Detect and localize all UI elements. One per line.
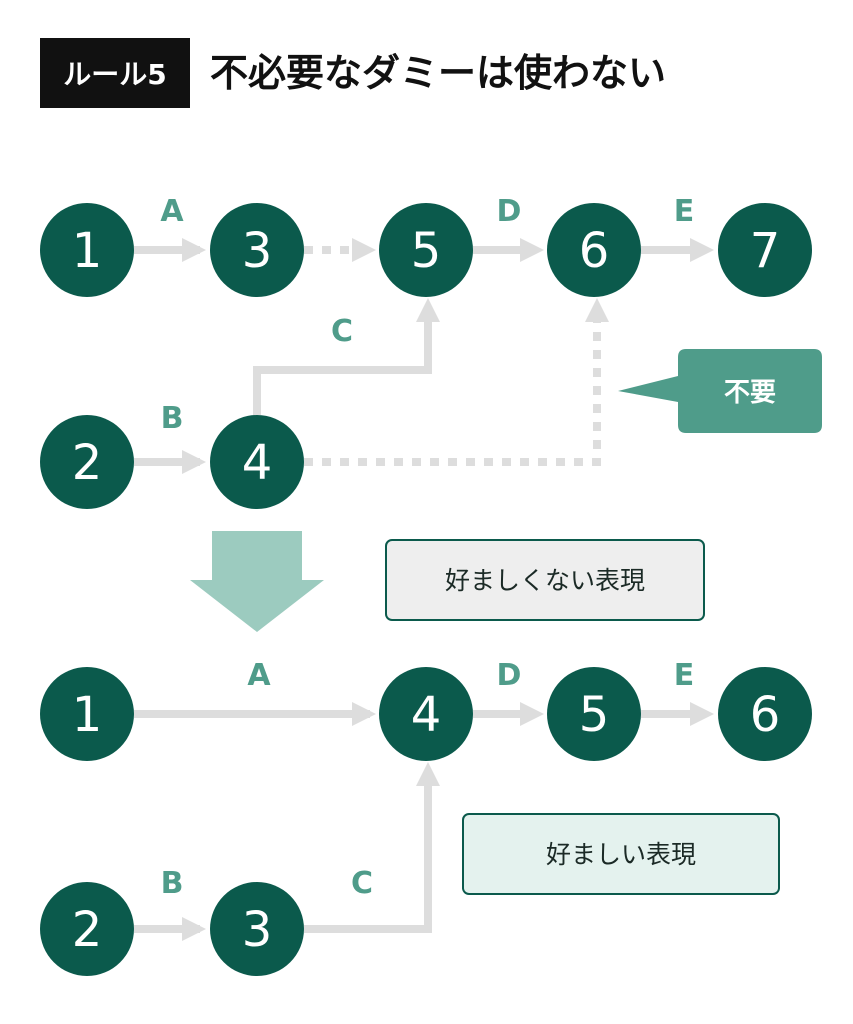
- arrowhead: [520, 702, 544, 726]
- callout-bubble: [618, 349, 822, 433]
- node-circle: [40, 203, 134, 297]
- arrowhead: [352, 238, 376, 262]
- arrowhead: [690, 238, 714, 262]
- node-circle: [40, 667, 134, 761]
- arrowhead: [182, 238, 206, 262]
- header: ルール5 不必要なダミーは使わない: [40, 38, 820, 108]
- edge-label-c: C: [331, 314, 353, 349]
- callout-text: 不要: [724, 378, 776, 408]
- node-label: 5: [579, 687, 610, 743]
- node-label: 1: [72, 687, 103, 743]
- node-label: 4: [242, 435, 273, 491]
- node-label: 3: [242, 223, 273, 279]
- verdict-box-good: [462, 813, 780, 895]
- node-label: 6: [579, 223, 610, 279]
- node-circle: [547, 667, 641, 761]
- edge-label-b: B: [161, 401, 184, 436]
- node-label: 4: [411, 687, 442, 743]
- verdict-box-bad: [385, 539, 705, 621]
- arrowhead: [182, 450, 206, 474]
- node-circle: [210, 415, 304, 509]
- edge-label-e: E: [674, 658, 695, 693]
- node-circle: [40, 882, 134, 976]
- edge-label-d: D: [497, 658, 522, 693]
- node-label: 2: [72, 435, 103, 491]
- node-circle: [40, 415, 134, 509]
- arrowhead: [352, 702, 376, 726]
- node-label: 7: [750, 223, 781, 279]
- edge-4-5-c: [253, 322, 432, 415]
- top-network: A D E C B 1 3 5 6 7 2 4 不要: [40, 194, 822, 509]
- node-circle: [379, 203, 473, 297]
- edge-label-e: E: [674, 194, 695, 229]
- node-circle: [210, 882, 304, 976]
- dummy-edge-4-6: [304, 322, 601, 466]
- page-title: 不必要なダミーは使わない: [210, 51, 667, 95]
- node-label: 6: [750, 687, 781, 743]
- arrowhead: [690, 702, 714, 726]
- node-label: 1: [72, 223, 103, 279]
- node-circle: [210, 203, 304, 297]
- arrowhead: [416, 298, 440, 322]
- node-circle: [379, 667, 473, 761]
- arrowhead: [416, 762, 440, 786]
- arrowhead: [182, 917, 206, 941]
- arrowhead: [585, 298, 609, 322]
- verdict-box-bad-text: 好ましくない表現: [445, 566, 645, 595]
- node-circle: [718, 203, 812, 297]
- edge-label-b: B: [161, 866, 184, 901]
- edge-label-d: D: [497, 194, 522, 229]
- node-label: 2: [72, 902, 103, 958]
- bottom-network: A D E B C 1 4 5 6 2 3: [40, 658, 812, 976]
- node-circle: [718, 667, 812, 761]
- edge-label-a: A: [247, 658, 271, 693]
- node-label: 5: [411, 223, 442, 279]
- node-label: 3: [242, 902, 273, 958]
- arrowhead: [520, 238, 544, 262]
- edge-label-c: C: [351, 866, 373, 901]
- rule-badge: ルール5: [40, 38, 190, 108]
- node-circle: [547, 203, 641, 297]
- verdict-box-good-text: 好ましい表現: [546, 840, 696, 869]
- transition-arrow: [190, 531, 324, 632]
- edge-label-a: A: [160, 194, 184, 229]
- edge-3-4-c: [304, 786, 432, 933]
